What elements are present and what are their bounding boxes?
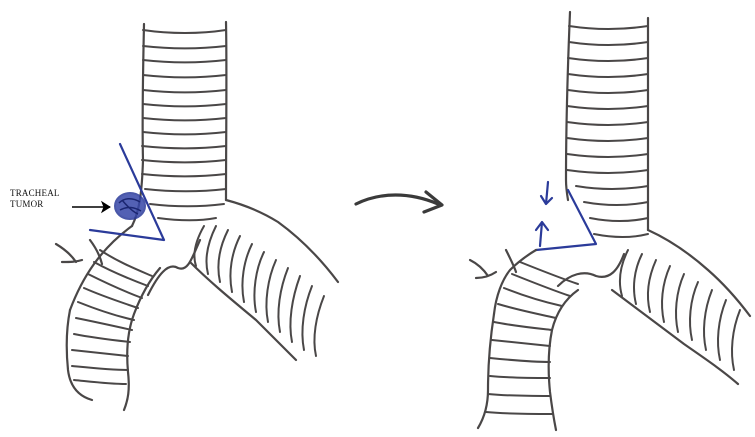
- tracheal-tumor: [115, 193, 145, 219]
- left-left-bronchus-lower-wall: [124, 268, 160, 410]
- curved-arrow-right: [356, 192, 442, 212]
- left-resection-wedge: [90, 144, 164, 240]
- left-trachea-rings: [142, 30, 226, 220]
- left-left-bronchus-outer-wall: [67, 310, 92, 400]
- right-anastomosis-arrow-down: [541, 182, 552, 204]
- tracheal-tumor-label-line1: TRACHEAL: [10, 188, 60, 199]
- tumor-pointer-arrow: [72, 202, 110, 212]
- left-upper-lobe-stub: [56, 244, 82, 262]
- right-upper-lobe-stub: [470, 260, 496, 278]
- left-carina: [148, 240, 200, 295]
- right-left-bronchus-outer-wall: [478, 314, 494, 428]
- right-right-bronchus-lower-wall: [612, 290, 738, 384]
- left-left-bronchus-rings: [72, 250, 152, 384]
- right-left-bronchus-rings: [486, 262, 578, 414]
- right-trachea-rings: [567, 26, 648, 237]
- right-trachea-diagram: [470, 12, 750, 430]
- right-right-bronchus-upper-wall: [648, 230, 750, 316]
- right-anastomosis-line: [536, 190, 596, 250]
- right-left-bronchus-lower-wall: [549, 290, 578, 430]
- left-trachea-diagram: [56, 22, 338, 410]
- tracheal-tumor-label-line2: TUMOR: [10, 199, 44, 210]
- left-left-bronchus-upper-wall: [70, 226, 132, 310]
- right-anastomosis-arrow-up: [536, 222, 548, 246]
